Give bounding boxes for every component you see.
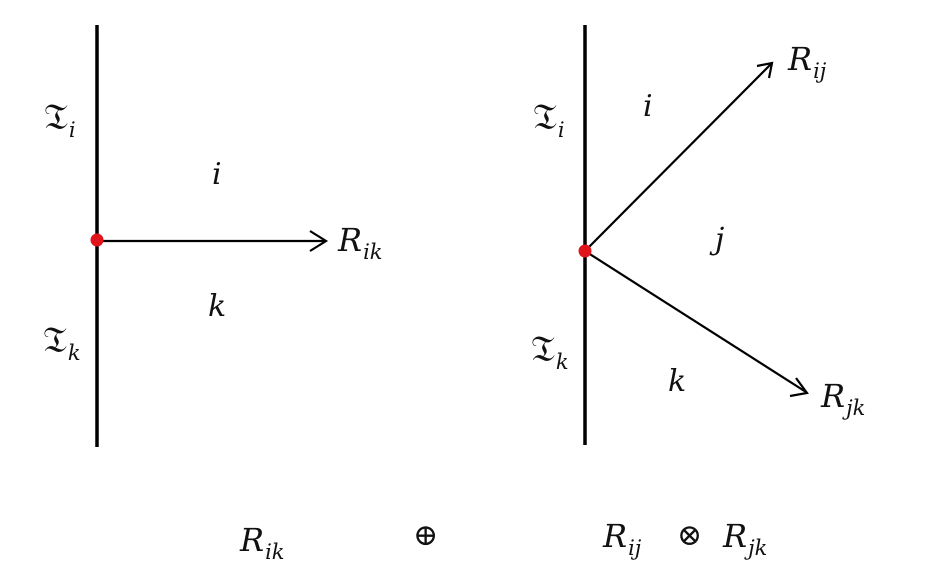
region-label-k-right: k xyxy=(668,364,687,399)
R-subscript: jk xyxy=(846,396,866,420)
label-T-k-right: 𝔗k xyxy=(531,329,569,373)
T-subscript: i xyxy=(557,118,565,142)
label-T-i-right: 𝔗i xyxy=(533,97,565,141)
arrow-up-head xyxy=(756,61,774,79)
R-subscript: ik xyxy=(265,540,285,564)
R-subscript: jk xyxy=(748,536,768,560)
region-label-k-left: k xyxy=(208,289,227,324)
R-symbol: R xyxy=(603,517,628,555)
R-symbol: R xyxy=(338,221,363,259)
arrow-label-R-ik: Rik xyxy=(338,221,383,263)
T-subscript: k xyxy=(555,350,569,374)
R-subscript: ij xyxy=(628,536,642,560)
R-symbol: R xyxy=(723,517,748,555)
label-T-i-left: 𝔗i xyxy=(44,97,76,141)
T-symbol: 𝔗 xyxy=(43,320,67,361)
right-junction-dot xyxy=(578,244,592,258)
region-label-j-right: j xyxy=(715,222,725,257)
left-junction-dot xyxy=(90,233,104,247)
R-subscript: ij xyxy=(813,59,827,83)
region-label-i-left: i xyxy=(212,157,222,192)
T-subscript: i xyxy=(68,118,76,142)
formula-R-jk: Rjk xyxy=(723,517,767,559)
R-symbol: R xyxy=(821,377,846,415)
T-symbol: 𝔗 xyxy=(533,97,557,138)
otimes-symbol: ⊗ xyxy=(677,518,703,553)
R-symbol: R xyxy=(788,40,813,78)
formula-R-ik: Rik xyxy=(240,521,285,563)
R-symbol: R xyxy=(240,521,265,559)
T-symbol: 𝔗 xyxy=(531,329,555,370)
left-arrow-head xyxy=(309,230,329,252)
formula-R-ij: Rij xyxy=(603,517,641,559)
arrow-up-line xyxy=(584,63,772,252)
T-symbol: 𝔗 xyxy=(44,97,68,138)
arrow-label-R-jk: Rjk xyxy=(821,377,865,419)
oplus-symbol: ⊕ xyxy=(413,518,439,553)
arrow-down-head xyxy=(789,377,809,398)
R-subscript: ik xyxy=(363,240,383,264)
arrow-down-line xyxy=(584,250,807,393)
region-label-i-right: i xyxy=(643,89,653,124)
arrow-label-R-ij: Rij xyxy=(788,40,826,82)
T-subscript: k xyxy=(67,341,81,365)
label-T-k-left: 𝔗k xyxy=(43,320,81,364)
